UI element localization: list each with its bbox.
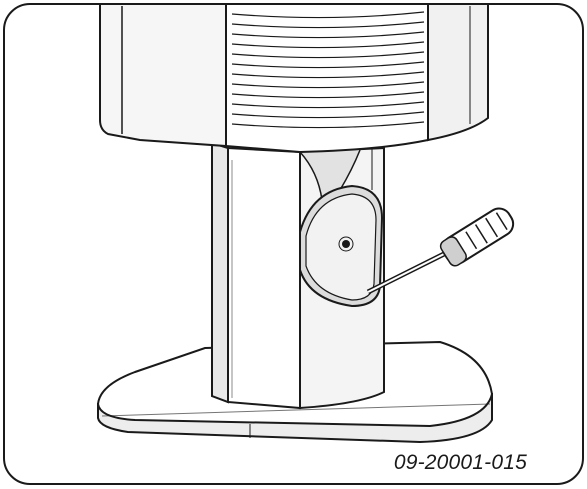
grille-slats bbox=[231, 11, 425, 129]
figure-code: 09-20001-015 bbox=[393, 451, 527, 474]
screwdriver-icon bbox=[366, 207, 515, 295]
screw bbox=[342, 240, 350, 248]
heater-body bbox=[99, 3, 489, 154]
